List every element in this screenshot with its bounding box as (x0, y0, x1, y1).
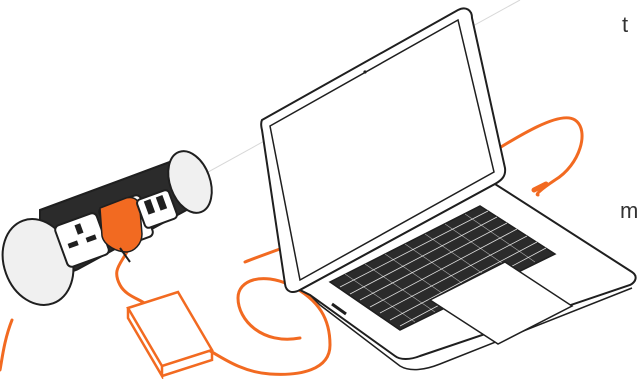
power-adapter-icon (128, 292, 212, 376)
cropped-text-middle-right: m (620, 200, 638, 222)
cropped-text-top-right: t (622, 14, 628, 36)
camera-dot (363, 70, 366, 73)
power-module (0, 145, 220, 315)
laptop-icon (261, 8, 635, 369)
